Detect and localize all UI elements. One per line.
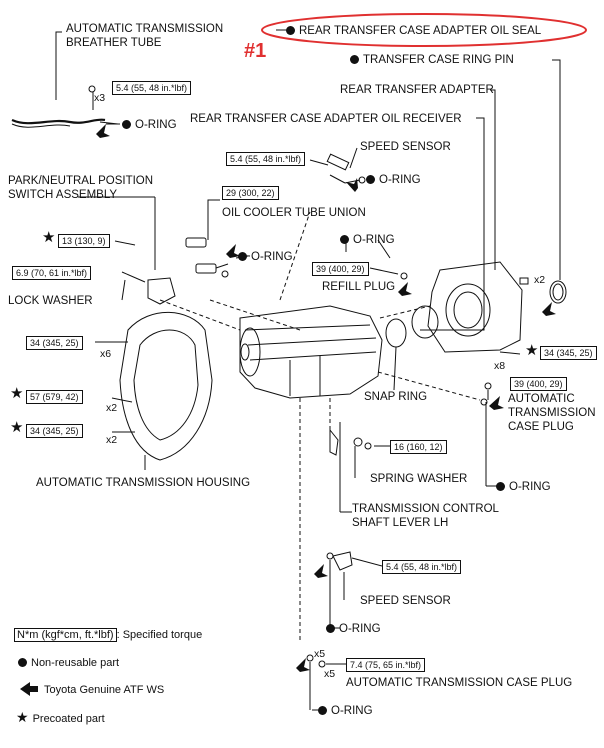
label-breather-tube-1: AUTOMATIC TRANSMISSION <box>66 23 224 35</box>
atf-arrow <box>542 302 556 316</box>
non-reusable-icon <box>238 252 247 261</box>
atf-arrow <box>346 178 358 192</box>
label-speed-sensor-top: SPEED SENSOR <box>360 141 451 153</box>
label-snap-ring: SNAP RING <box>364 391 428 403</box>
rear-adapter-shape <box>427 261 523 353</box>
torque-box: 5.4 (55, 48 in.*lbf) <box>226 152 306 166</box>
torque-box: 34 (345, 25) <box>26 424 83 438</box>
torque-box: 5.4 (55, 48 in.*lbf) <box>382 560 462 574</box>
qty-label: x3 <box>94 92 106 104</box>
breather-tube-shape <box>11 118 106 125</box>
label-park-switch-2: SWITCH ASSEMBLY <box>8 189 118 201</box>
torque-box: 16 (160, 12) <box>390 440 447 454</box>
label-o-ring: O-RING <box>238 250 293 264</box>
legend-torque: N*m (kgf*cm, ft.*lbf): Specified torque <box>14 628 202 642</box>
transmission-body <box>239 305 383 399</box>
atf-arrow <box>226 244 240 258</box>
label-rear-seal: REAR TRANSFER CASE ADAPTER OIL SEAL <box>286 24 541 38</box>
non-reusable-icon <box>286 26 295 35</box>
atf-arrow <box>296 658 310 672</box>
torque-box: 5.4 (55, 48 in.*lbf) <box>112 81 192 95</box>
precoated-star-icon: ★ <box>525 342 539 359</box>
non-reusable-icon <box>318 706 327 715</box>
non-reusable-icon <box>18 658 27 667</box>
label-o-ring: O-RING <box>366 173 421 187</box>
label-o-ring: O-RING <box>318 704 373 718</box>
label-o-ring: O-RING <box>122 118 177 132</box>
label-refill-plug: REFILL PLUG <box>322 281 396 293</box>
precoated-star-icon: ★ <box>42 229 56 246</box>
non-reusable-icon <box>326 624 335 633</box>
torque-box: 39 (400, 29) <box>312 262 369 276</box>
label-o-ring: O-RING <box>340 233 395 247</box>
label-shaft-lever-1: TRANSMISSION CONTROL <box>352 503 499 515</box>
torque-box: 39 (400, 29) <box>510 377 567 391</box>
precoated-star-icon: ★ <box>16 709 29 725</box>
torque-box: 6.9 (70, 61 in.*lbf) <box>12 266 92 280</box>
legend-arrow <box>20 682 38 696</box>
torque-box: 13 (130, 9) <box>58 234 110 248</box>
qty-label: x2 <box>106 434 118 446</box>
label-housing: AUTOMATIC TRANSMISSION HOUSING <box>36 477 251 489</box>
label-ring-pin: TRANSFER CASE RING PIN <box>350 53 514 67</box>
non-reusable-icon <box>496 482 505 491</box>
torque-box: 7.4 (75, 65 in.*lbf) <box>346 658 426 672</box>
label-lock-washer: LOCK WASHER <box>8 295 93 307</box>
legend-atf: Toyota Genuine ATF WS <box>44 684 165 696</box>
legend-non-reusable: Non-reusable part <box>18 656 119 670</box>
torque-box: 29 (300, 22) <box>222 186 279 200</box>
label-case-plug-right-2: TRANSMISSION <box>508 407 596 419</box>
precoated-star-icon: ★ <box>10 419 24 436</box>
highlight-ellipse <box>261 13 587 47</box>
label-speed-sensor-bottom: SPEED SENSOR <box>360 595 451 607</box>
label-breather-tube-2: BREATHER TUBE <box>66 37 162 49</box>
qty-label: x2 <box>534 274 546 286</box>
non-reusable-icon <box>350 55 359 64</box>
label-rear-adapter: REAR TRANSFER ADAPTER <box>340 84 494 96</box>
non-reusable-icon <box>340 235 349 244</box>
label-spring-washer: SPRING WASHER <box>370 473 468 485</box>
label-case-plug-bottom: AUTOMATIC TRANSMISSION CASE PLUG <box>346 677 573 689</box>
atf-arrow <box>398 282 412 296</box>
annotation-number: #1 <box>244 40 267 62</box>
qty-label: x6 <box>100 348 112 360</box>
torque-box: 34 (345, 25) <box>540 346 597 360</box>
transmission-housing-shape <box>119 311 213 461</box>
qty-label: x5 <box>324 668 336 680</box>
non-reusable-icon <box>366 175 375 184</box>
non-reusable-icon <box>122 120 131 129</box>
label-oil-receiver: REAR TRANSFER CASE ADAPTER OIL RECEIVER <box>190 113 462 125</box>
atf-arrow <box>489 396 504 410</box>
atf-arrow <box>314 564 328 578</box>
label-shaft-lever-2: SHAFT LEVER LH <box>352 517 449 529</box>
label-oil-cooler-union: OIL COOLER TUBE UNION <box>222 207 366 219</box>
label-case-plug-right-1: AUTOMATIC <box>508 393 575 405</box>
label-park-switch-1: PARK/NEUTRAL POSITION <box>8 175 154 187</box>
torque-box: 34 (345, 25) <box>26 336 83 350</box>
qty-label: x5 <box>314 648 326 660</box>
torque-box: 57 (579, 42) <box>26 390 83 404</box>
label-o-ring: O-RING <box>326 622 381 636</box>
legend-precoated: ★Precoated part <box>16 709 105 725</box>
qty-label: x2 <box>106 402 118 414</box>
precoated-star-icon: ★ <box>10 385 24 402</box>
label-o-ring: O-RING <box>496 480 551 494</box>
atf-arrow <box>96 124 110 138</box>
qty-label: x8 <box>494 360 506 372</box>
label-case-plug-right-3: CASE PLUG <box>508 421 574 433</box>
